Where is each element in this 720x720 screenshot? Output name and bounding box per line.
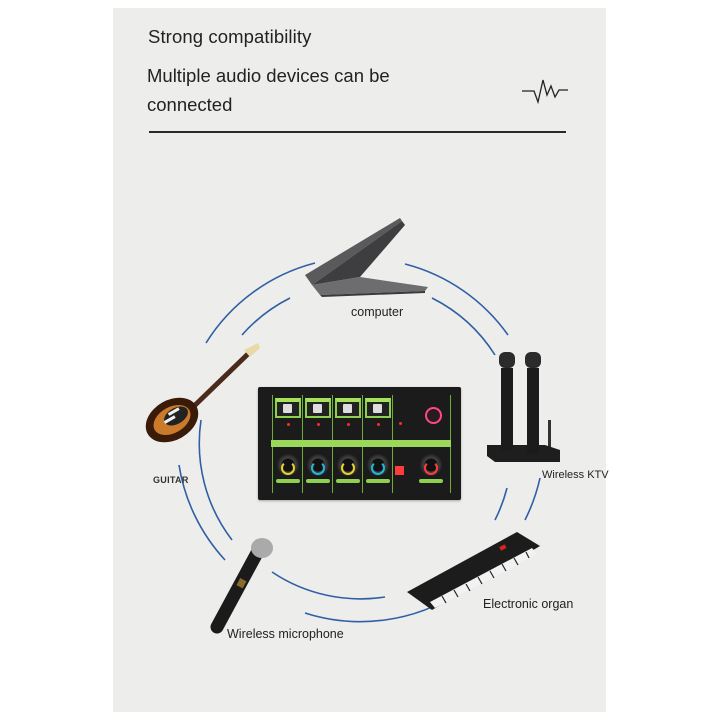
microphone-icon [210,538,273,634]
level-knob-1[interactable] [276,454,300,483]
subline: Multiple audio devices can be connected [147,65,390,115]
audio-mixer [258,387,461,500]
power-icon[interactable] [425,407,442,424]
level-knob-3[interactable] [336,454,360,483]
label-guitar: GUITAR [153,475,189,485]
channel-2-switch[interactable] [304,398,332,426]
channel-4-switch[interactable] [364,398,392,426]
mixer-label-strip [271,440,451,447]
label-computer: computer [351,305,404,319]
laptop-icon [305,218,428,297]
headline: Strong compatibility [148,26,312,47]
keyboard-instrument-icon [407,532,540,610]
waveform-icon [522,79,568,105]
channel-1-switch[interactable] [274,398,302,426]
label-wireless-microphone: Wireless microphone [227,627,344,641]
dual-microphone-receiver-icon [487,352,560,462]
mute-button[interactable] [395,466,404,475]
level-knob-2[interactable] [306,454,330,483]
level-knob-4[interactable] [366,454,390,483]
electric-guitar-icon [145,343,260,443]
label-electronic-organ: Electronic organ [483,597,574,611]
channel-3-switch[interactable] [334,398,362,426]
label-wireless-ktv: Wireless KTV [542,469,609,481]
divider [149,131,566,133]
product-panel [113,8,606,712]
main-knob[interactable] [419,454,443,483]
